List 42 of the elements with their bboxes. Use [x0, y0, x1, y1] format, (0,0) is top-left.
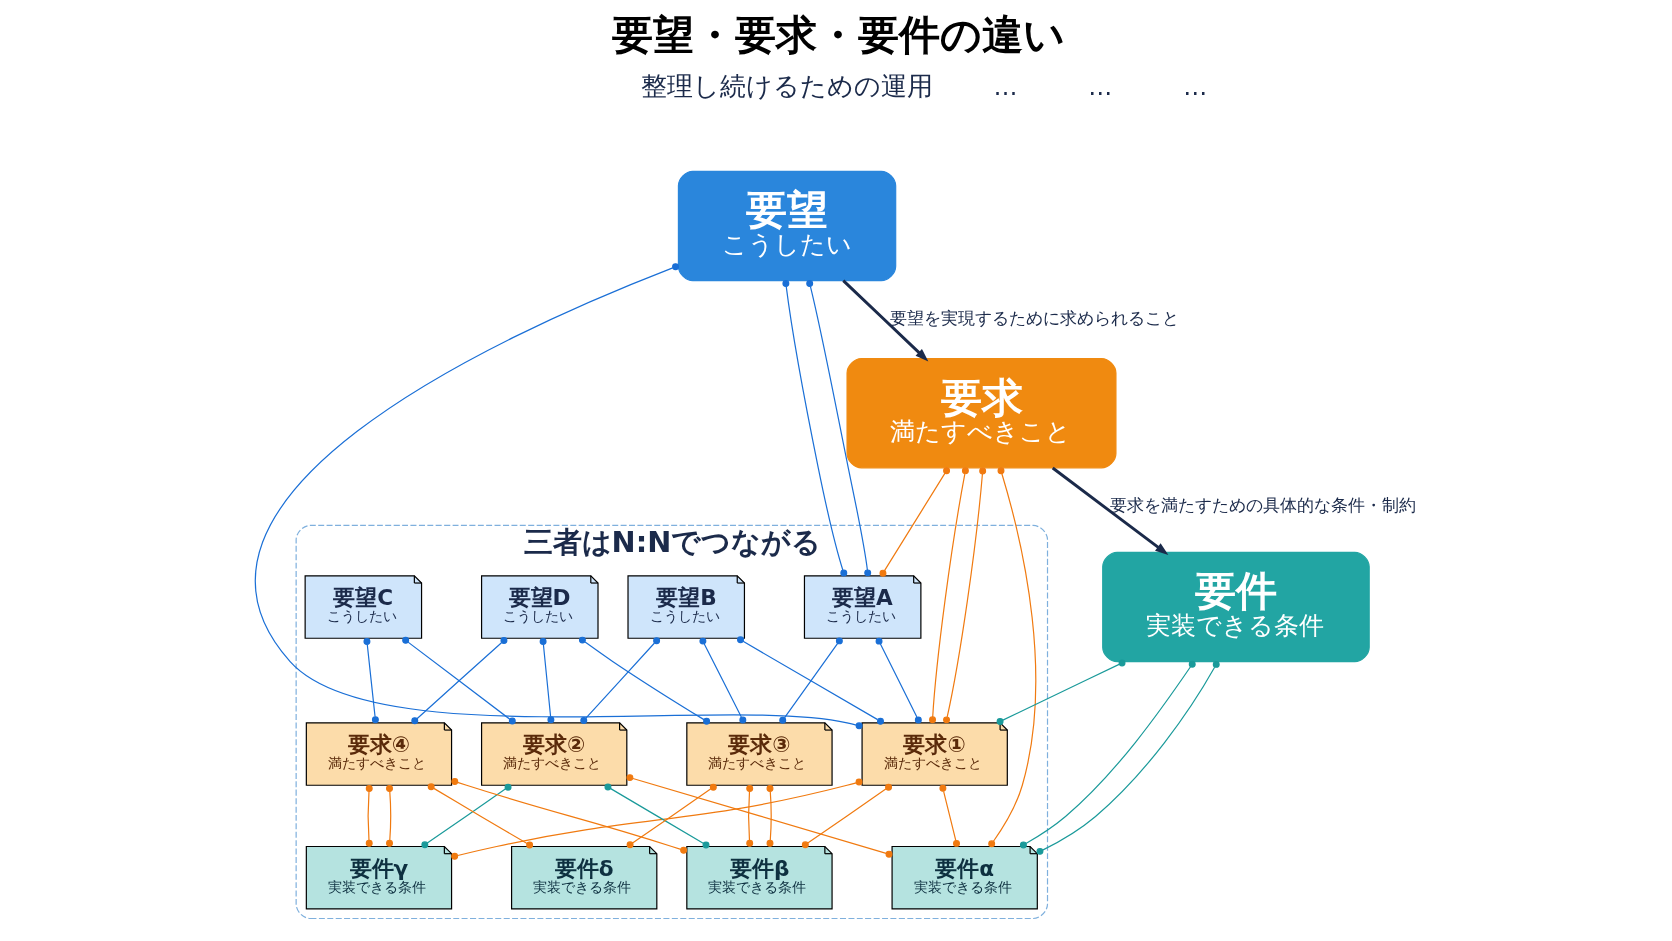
connector: [929, 467, 969, 724]
connector: [1036, 660, 1220, 855]
node-box: 要望 こうしたい: [677, 170, 897, 282]
connector: [365, 784, 373, 847]
arrow: [1051, 466, 1169, 555]
connector: [626, 783, 717, 849]
connector: [363, 637, 379, 724]
node-box: 要件 実装できる条件: [1102, 551, 1370, 663]
connector: [806, 280, 872, 577]
edge-label: 要求を満たすための具体的な条件・制約: [1109, 495, 1416, 516]
connector: [580, 637, 661, 724]
connector: [411, 637, 508, 725]
label: …: [1088, 72, 1113, 101]
edge-label: 要望を実現するために求められること: [890, 308, 1180, 329]
connector: [879, 467, 951, 577]
connector: [779, 637, 843, 724]
connector: [943, 467, 987, 724]
connector: [402, 636, 516, 725]
connector: [746, 784, 754, 847]
node-box: 要求 満たすべきこと: [846, 357, 1117, 469]
connector: [604, 783, 710, 849]
connector: [875, 637, 922, 724]
connector: [996, 659, 1126, 725]
label: …: [993, 72, 1018, 101]
connector: [539, 637, 555, 724]
diagram-title: 要望・要求・要件の違い: [612, 11, 1066, 60]
label: 整理し続けるための運用: [641, 70, 934, 102]
label: …: [1183, 72, 1208, 101]
connector: [699, 637, 747, 724]
connector: [737, 636, 884, 725]
arrow: [842, 279, 929, 362]
connector: [766, 784, 774, 847]
connector: [427, 783, 534, 849]
connector: [1019, 660, 1196, 849]
connector: [421, 783, 512, 849]
connector: [939, 784, 960, 847]
connector: [801, 783, 893, 849]
connector: [578, 636, 711, 725]
connector: [451, 778, 863, 860]
connector: [988, 467, 1037, 848]
connector: [386, 784, 393, 847]
connector: [782, 280, 848, 577]
